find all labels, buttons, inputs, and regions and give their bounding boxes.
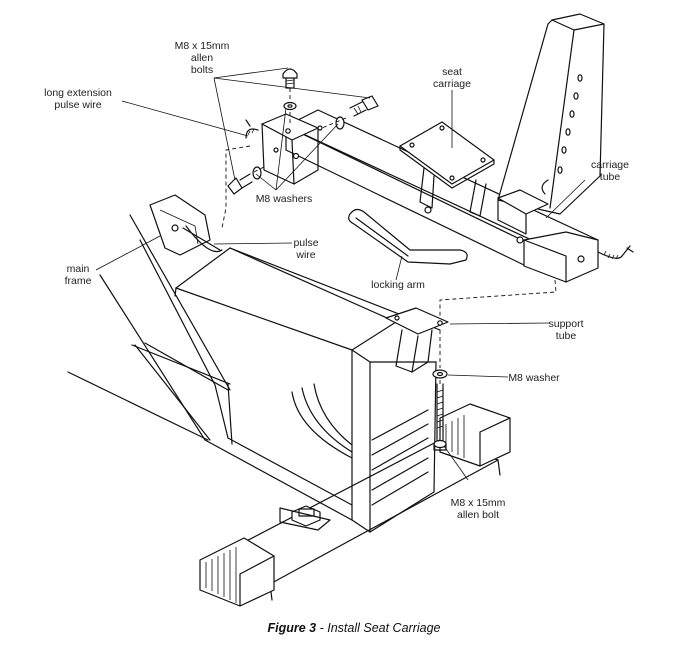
locking-arm (348, 208, 468, 265)
label-line: tube (556, 330, 577, 342)
label-line: frame (65, 275, 92, 287)
label-line: M8 x 15mm (175, 40, 230, 52)
label-allen-bolt-bottom: M8 x 15mm allen bolt (451, 497, 506, 521)
label-line: main (67, 263, 90, 275)
label-line: seat (442, 66, 462, 78)
label-line: long extension (44, 87, 112, 99)
leader-lines (95, 67, 586, 481)
label-line: bolts (191, 64, 213, 76)
label-line: allen bolt (457, 509, 499, 521)
caption-title: - Install Seat Carriage (316, 621, 440, 635)
label-m8-washers: M8 washers (256, 193, 313, 205)
washer-top-1 (283, 101, 297, 111)
seat-post (497, 13, 605, 235)
label-locking-arm: locking arm (371, 279, 425, 291)
label-line: locking arm (371, 279, 425, 291)
carriage-tube (285, 109, 634, 283)
label-carriage-tube: carriage tube (591, 159, 629, 183)
label-line: carriage (433, 78, 471, 90)
front-coupler (261, 113, 323, 185)
washer-bottom (432, 369, 448, 379)
label-line: wire (295, 249, 315, 261)
allen-bolt-top-1 (282, 68, 298, 89)
support-tube (385, 307, 449, 373)
label-line: pulse (293, 237, 318, 249)
label-line: M8 washers (256, 193, 313, 205)
allen-bolt-top-3 (227, 173, 253, 195)
label-main-frame: main frame (65, 263, 92, 287)
label-line: pulse wire (54, 99, 101, 111)
allen-bolt-bottom (433, 383, 447, 451)
washer-top-2 (335, 116, 345, 130)
label-pulse-wire: pulse wire (293, 237, 318, 261)
base-foot (199, 403, 511, 607)
long-extension-wire (245, 119, 259, 139)
label-long-extension-wire: long extension pulse wire (44, 87, 112, 111)
label-m8-washer: M8 washer (508, 372, 560, 384)
label-line: support (548, 318, 583, 330)
label-seat-carriage: seat carriage (433, 66, 471, 90)
label-support-tube: support tube (548, 318, 583, 342)
label-line: carriage (591, 159, 629, 171)
seat-carriage (399, 121, 495, 217)
label-line: M8 washer (508, 372, 560, 384)
caption-figure-number: Figure 3 (268, 621, 317, 635)
label-allen-bolts-top: M8 x 15mm allen bolts (175, 40, 230, 76)
figure-caption: Figure 3 - Install Seat Carriage (268, 621, 441, 635)
main-frame (67, 194, 441, 533)
allen-bolt-top-2 (349, 95, 379, 117)
label-line: tube (600, 171, 621, 183)
label-line: M8 x 15mm (451, 497, 506, 509)
assembly-dashes (221, 88, 557, 384)
label-line: allen (191, 52, 213, 64)
